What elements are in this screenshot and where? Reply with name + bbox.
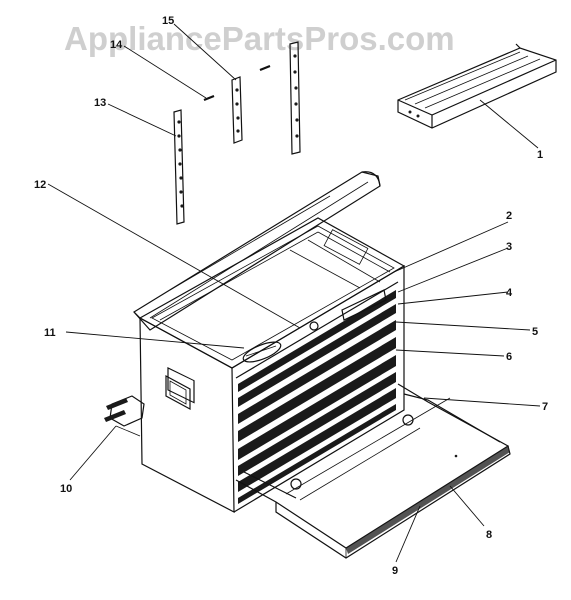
callout-5: 5 — [532, 326, 538, 338]
part-hinge-long — [289, 41, 301, 155]
callout-8: 8 — [486, 529, 492, 541]
part-bottom-drawer — [235, 383, 511, 559]
callout-6: 6 — [506, 351, 512, 363]
part-pins-14 — [203, 64, 271, 102]
callout-2: 2 — [506, 210, 512, 222]
callout-10: 10 — [60, 483, 72, 495]
drawer-fronts — [238, 290, 396, 504]
callout-9: 9 — [392, 565, 398, 577]
leader-lines — [47, 23, 541, 563]
callout-12: 12 — [34, 179, 46, 191]
callout-1: 1 — [537, 149, 543, 161]
callouts: 1 2 3 4 5 6 7 8 9 10 11 12 13 14 15 — [34, 15, 548, 577]
part-bumpers — [104, 395, 145, 437]
callout-13: 13 — [94, 97, 106, 109]
watermark-text: AppliancePartsPros.com — [64, 20, 455, 57]
callout-14: 14 — [110, 39, 123, 51]
callout-3: 3 — [506, 241, 512, 253]
part-hinge-13 — [173, 109, 185, 225]
part-hinge-15 — [231, 76, 243, 144]
callout-15: 15 — [162, 15, 174, 27]
part-chest-body — [133, 171, 406, 513]
callout-11: 11 — [44, 327, 56, 339]
part-tray — [397, 43, 557, 129]
callout-7: 7 — [542, 401, 548, 413]
callout-4: 4 — [506, 287, 513, 299]
